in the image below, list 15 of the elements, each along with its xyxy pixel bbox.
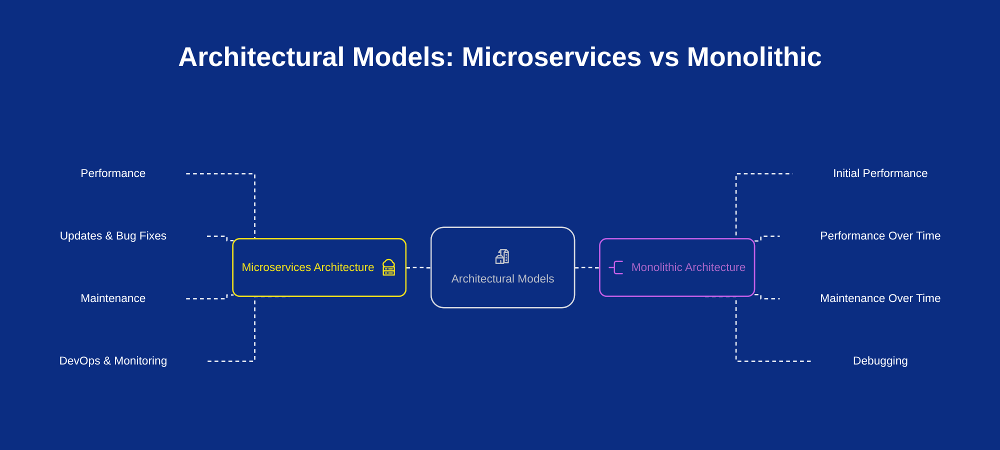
connector (754, 294, 780, 300)
diagram-title: Architectural Models: Microservices vs Monolithic (177, 41, 823, 74)
node-text: DevOps & Monitoring (59, 354, 168, 368)
node-text: Initial Performance (833, 167, 928, 180)
connector (754, 236, 780, 242)
node-text: Maintenance Over Time (820, 292, 941, 305)
node-text: Performance (80, 167, 146, 180)
node-text: Updates & Bug Fixes (60, 230, 167, 242)
node-text: Debugging (852, 354, 908, 368)
connector (406, 266, 432, 268)
node-text: Maintenance (80, 292, 146, 305)
connector (186, 294, 234, 300)
node-text: Performance Over Time (820, 230, 941, 242)
connector (574, 266, 600, 268)
connector (206, 236, 234, 242)
